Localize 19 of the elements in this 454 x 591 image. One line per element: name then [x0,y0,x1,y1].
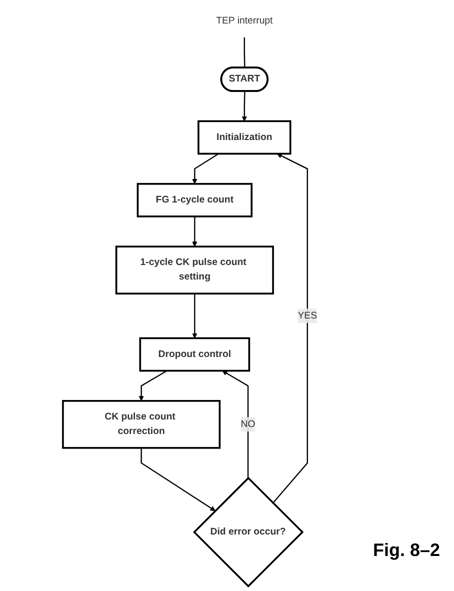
arrow [272,153,308,504]
node-text: TEP interrupt [216,16,273,26]
arrow [140,448,216,512]
arrow [222,370,249,478]
arrow [192,153,219,184]
node-diamond: Did error occur? [192,476,304,588]
node-box: 1-cycle CK pulse count setting [115,246,274,294]
figure-caption: Fig. 8–2 [372,540,440,561]
arrow [242,91,248,122]
edge-label: NO [240,418,256,430]
node-box: CK pulse count correction [62,400,221,449]
node-box: Initialization [198,120,292,155]
connector [244,37,246,68]
arrow [138,370,168,402]
arrow [192,294,198,338]
node-box: Dropout control [139,337,250,372]
edge-label: YES [298,310,318,321]
arrow [192,216,198,247]
node-box: FG 1-cycle count [136,182,253,218]
